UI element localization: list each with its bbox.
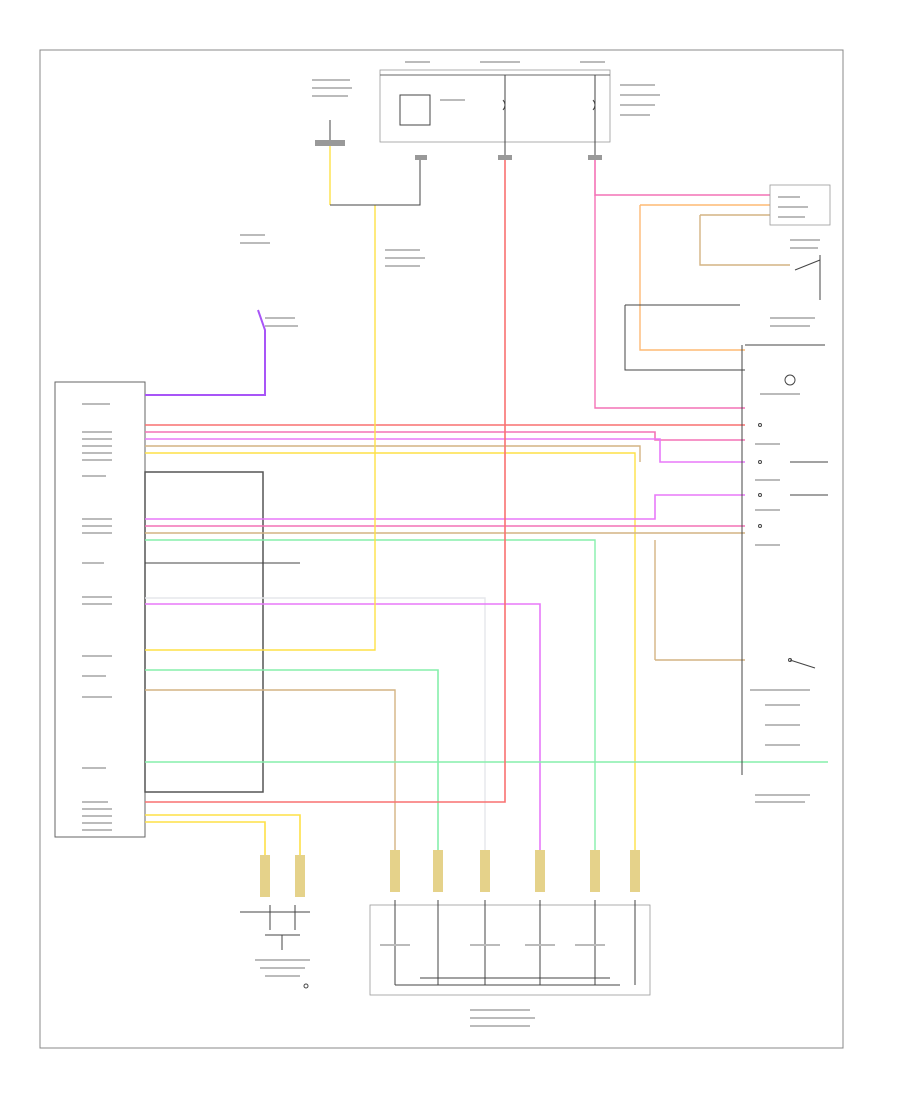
wire-magenta-2 <box>145 494 745 520</box>
top-mid-connector <box>415 155 427 160</box>
speed-sensor <box>240 905 310 989</box>
module-inner-block <box>144 471 264 793</box>
wire-white-1 <box>145 597 486 860</box>
wire-tan-1 <box>145 445 641 462</box>
diagram-frame <box>39 49 844 1049</box>
wire-magenta-3 <box>145 603 541 860</box>
fuses <box>399 75 596 155</box>
mode-switch-contacts <box>758 255 828 669</box>
right-switch-box <box>769 184 831 226</box>
fuse-connector-2 <box>588 155 602 160</box>
wire-yellow-4 <box>145 821 266 860</box>
wire-pink-right <box>594 195 745 409</box>
wire-tan-3 <box>145 689 396 860</box>
wire-green-1 <box>145 539 596 860</box>
right-component-labels <box>750 196 820 803</box>
module-pin-labels <box>82 403 112 831</box>
bottom-connectors <box>260 850 640 897</box>
wire-pink-1 <box>145 431 745 441</box>
wire-violet <box>145 309 266 396</box>
motor-contacts <box>394 900 636 986</box>
fuse-box <box>379 69 611 143</box>
top-left-connector <box>315 140 345 146</box>
wire-yellow-3 <box>145 814 301 860</box>
wire-black-top-left <box>330 160 421 206</box>
mid-labels <box>240 234 425 327</box>
wire-orange-right <box>639 205 745 351</box>
wire-red-fuse <box>145 160 506 803</box>
wire-black-right <box>624 305 745 371</box>
wire-pink-top <box>594 160 770 196</box>
wire-magenta-1 <box>145 438 745 463</box>
wire-yellow-2 <box>145 452 636 860</box>
top-labels <box>312 61 660 116</box>
wire-yellow-1 <box>145 205 376 651</box>
wire-green-2 <box>145 669 439 860</box>
transfer-case-motor <box>369 904 651 996</box>
bottom-labels <box>255 944 605 1027</box>
fuse-connector-1 <box>498 155 512 160</box>
wire-tan-switch <box>699 215 790 266</box>
